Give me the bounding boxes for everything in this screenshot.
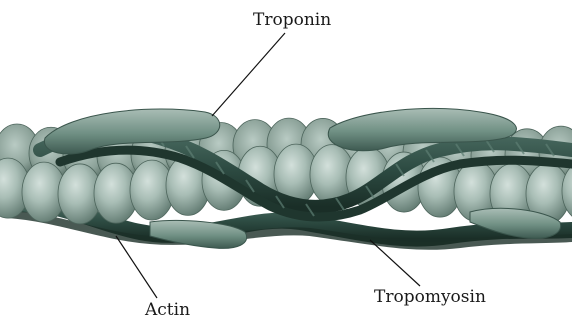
tropomyosin-label: Tropomyosin xyxy=(374,287,486,307)
actin-leader-line xyxy=(116,236,157,298)
actin-label: Actin xyxy=(145,300,190,320)
troponin-leader-line xyxy=(212,33,285,116)
troponin-label: Troponin xyxy=(253,10,331,30)
